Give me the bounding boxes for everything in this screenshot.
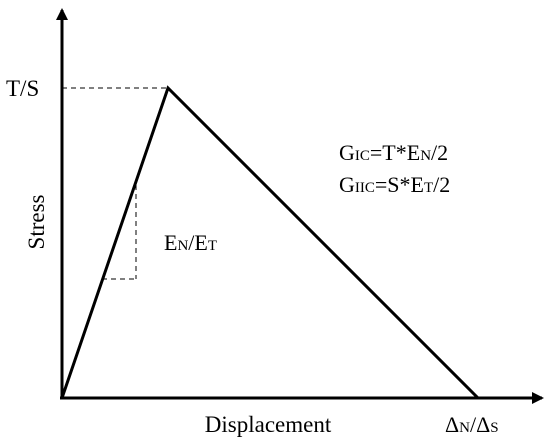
eq2-rest: =S*E xyxy=(375,172,424,197)
end-sep: /Δ xyxy=(470,412,490,437)
slope-sep: /E xyxy=(188,230,208,255)
end-sub1: N xyxy=(459,420,470,436)
eq1-rest: =T*E xyxy=(370,140,420,165)
end-displacement-label: ΔN/ΔS xyxy=(445,412,499,437)
slope-label: EN/ET xyxy=(164,230,217,255)
eq1-main: G xyxy=(339,140,355,165)
eq2-tail: /2 xyxy=(433,172,450,197)
y-axis-label: Stress xyxy=(24,194,49,249)
slope-main1: E xyxy=(164,230,177,255)
eq1-sub: IC xyxy=(355,148,370,164)
traction-separation-curve xyxy=(60,85,480,400)
equation-gic: GIC=T*EN/2 xyxy=(339,140,448,165)
equation-giic: GIIC=S*ET/2 xyxy=(339,172,450,197)
end-sub2: S xyxy=(490,420,498,436)
slope-sub2: T xyxy=(208,238,217,254)
eq2-main: G xyxy=(339,172,355,197)
x-axis-label: Displacement xyxy=(205,412,332,437)
eq1-sub2: N xyxy=(420,148,431,164)
eq2-sub2: T xyxy=(424,180,433,196)
eq1-tail: /2 xyxy=(431,140,448,165)
peak-label: T/S xyxy=(6,76,39,101)
eq2-sub: IIC xyxy=(355,180,375,196)
slope-sub1: N xyxy=(177,238,188,254)
end-delta1: Δ xyxy=(445,412,459,437)
